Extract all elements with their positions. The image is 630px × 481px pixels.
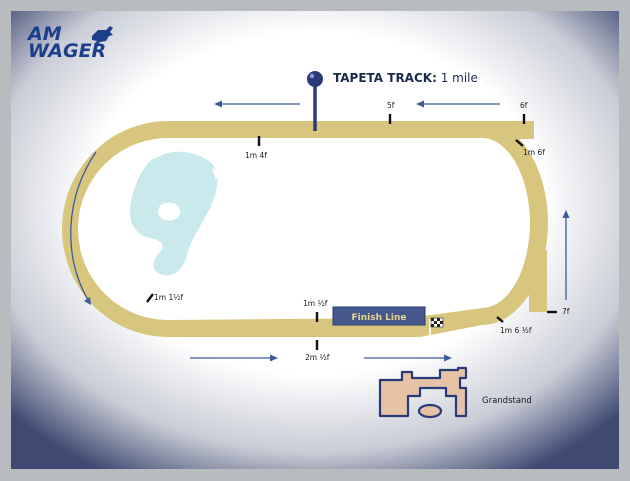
grandstand-ring — [417, 403, 443, 419]
logo-line1: AM — [26, 23, 62, 45]
amwager-logo: AM WAGER — [26, 23, 113, 62]
arrowheads — [84, 100, 570, 362]
grandstand-label: Grandstand — [482, 396, 532, 406]
logo-line2: WAGER — [28, 40, 106, 62]
marker-1m4f: 1m 4f — [245, 151, 267, 160]
lake-island — [158, 202, 181, 221]
marker-1m6half: 1m 6 ½f — [500, 326, 532, 335]
marker-7f: 7f — [562, 307, 570, 316]
ball-highlight — [309, 73, 315, 79]
direction-arrows — [70, 103, 567, 359]
marker-1mhalf: 1m ½f — [303, 299, 328, 308]
checkered-flag-icon — [430, 317, 444, 328]
marker-2mhalf: 2m ½f — [305, 353, 330, 362]
finish-line-box — [332, 306, 426, 326]
marker-1m1half: 1m 1½f — [154, 293, 184, 302]
lake-inlet — [212, 168, 220, 180]
horse-icon — [92, 26, 113, 46]
top-chute — [470, 121, 534, 139]
finish-line-label: Finish Line — [352, 313, 407, 323]
grandstand-building — [378, 366, 468, 418]
marker-1m6f: 1m 6f — [523, 148, 545, 157]
track-title: TAPETA TRACK: 1 mile — [333, 71, 478, 85]
pole-ticks — [146, 114, 557, 350]
distance-pole-ball — [307, 71, 323, 87]
marker-5f: 5f — [387, 101, 395, 110]
right-chute — [529, 250, 547, 312]
marker-6f: 6f — [520, 101, 528, 110]
